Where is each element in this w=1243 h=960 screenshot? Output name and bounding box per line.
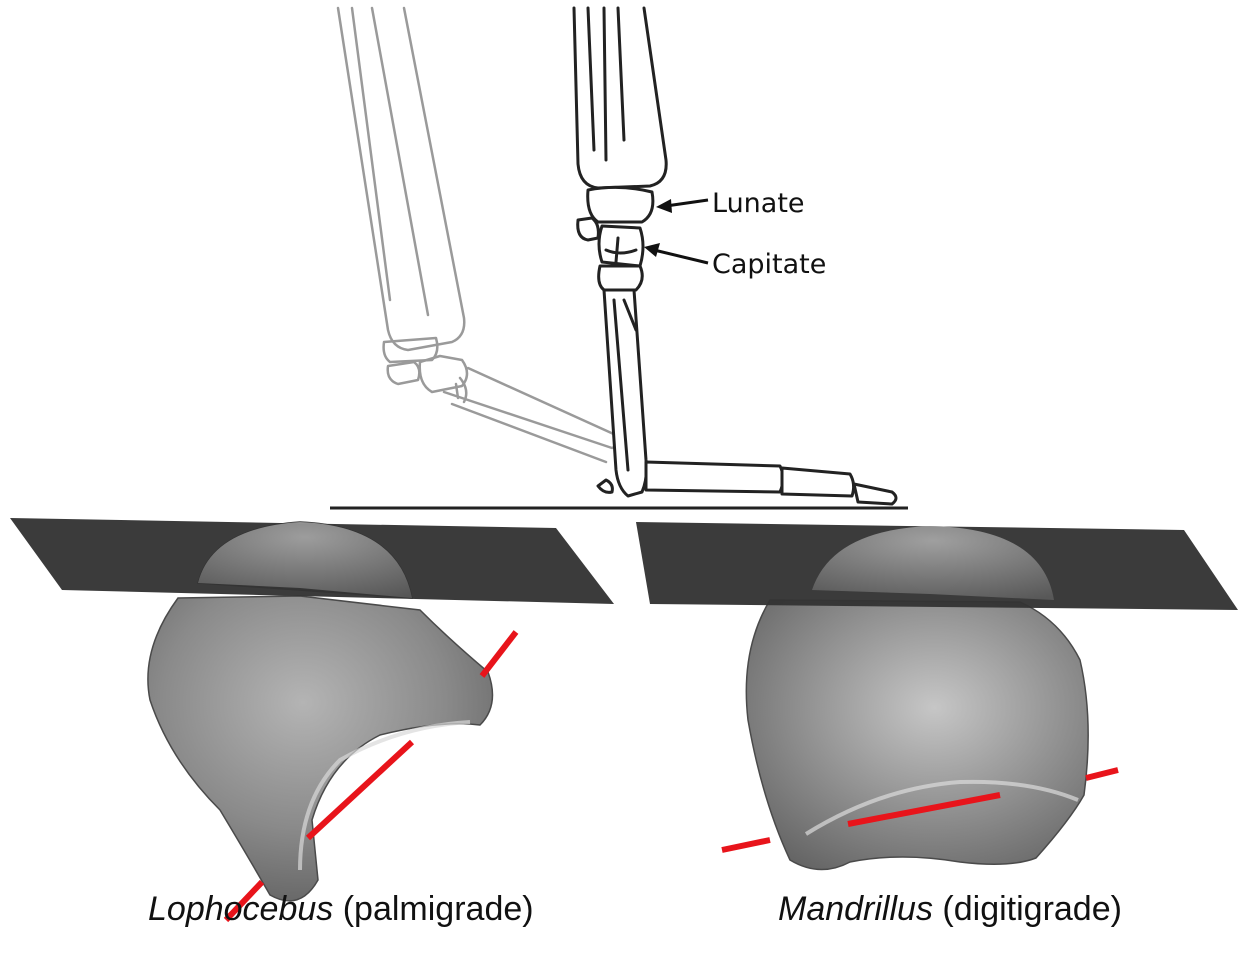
lunate-annotation: Lunate	[656, 188, 805, 219]
distal-phalanx	[854, 484, 896, 504]
lophocebus-capitate-model	[10, 518, 614, 920]
mandrillus-genus-name: Mandrillus	[778, 890, 933, 928]
mandrillus-bone-body	[746, 600, 1088, 870]
lophocebus-bone-body	[148, 596, 493, 901]
mandrillus-axis-line-left	[722, 840, 770, 850]
lunate-arrowhead	[656, 199, 672, 213]
lophocebus-posture: (palmigrade)	[343, 890, 534, 928]
lophocebus-axis-line-tip	[482, 632, 516, 676]
lophocebus-genus-name: Lophocebus	[148, 890, 333, 928]
mandrillus-capitate-model	[636, 522, 1238, 870]
mandrillus-caption: Mandrillus (digitigrade)	[778, 890, 1122, 929]
capitate-arrow	[654, 250, 708, 263]
faded-radius	[338, 8, 464, 350]
distal-carpal	[599, 266, 643, 290]
lateral-carpal	[578, 218, 599, 240]
capitate-annotation: Capitate	[644, 243, 826, 280]
lunate-bone	[588, 187, 653, 222]
faded-carpal-2	[388, 362, 420, 384]
capitate-bone	[599, 226, 643, 266]
lunate-label: Lunate	[712, 188, 805, 219]
metacarpal-bone	[604, 290, 647, 496]
lunate-arrow	[666, 200, 708, 206]
capitate-label: Capitate	[712, 249, 826, 280]
capitate-arrowhead	[644, 243, 660, 257]
faded-ulna	[352, 8, 428, 315]
ulna-bone	[588, 8, 624, 160]
proximal-phalanx	[646, 462, 783, 492]
mandrillus-axis-line-right	[1086, 770, 1118, 778]
sesamoid	[598, 480, 612, 492]
lophocebus-caption: Lophocebus (palmigrade)	[148, 890, 534, 929]
mandrillus-posture: (digitigrade)	[942, 890, 1122, 928]
faded-metacarpal	[444, 368, 619, 462]
middle-phalanx	[782, 468, 854, 496]
